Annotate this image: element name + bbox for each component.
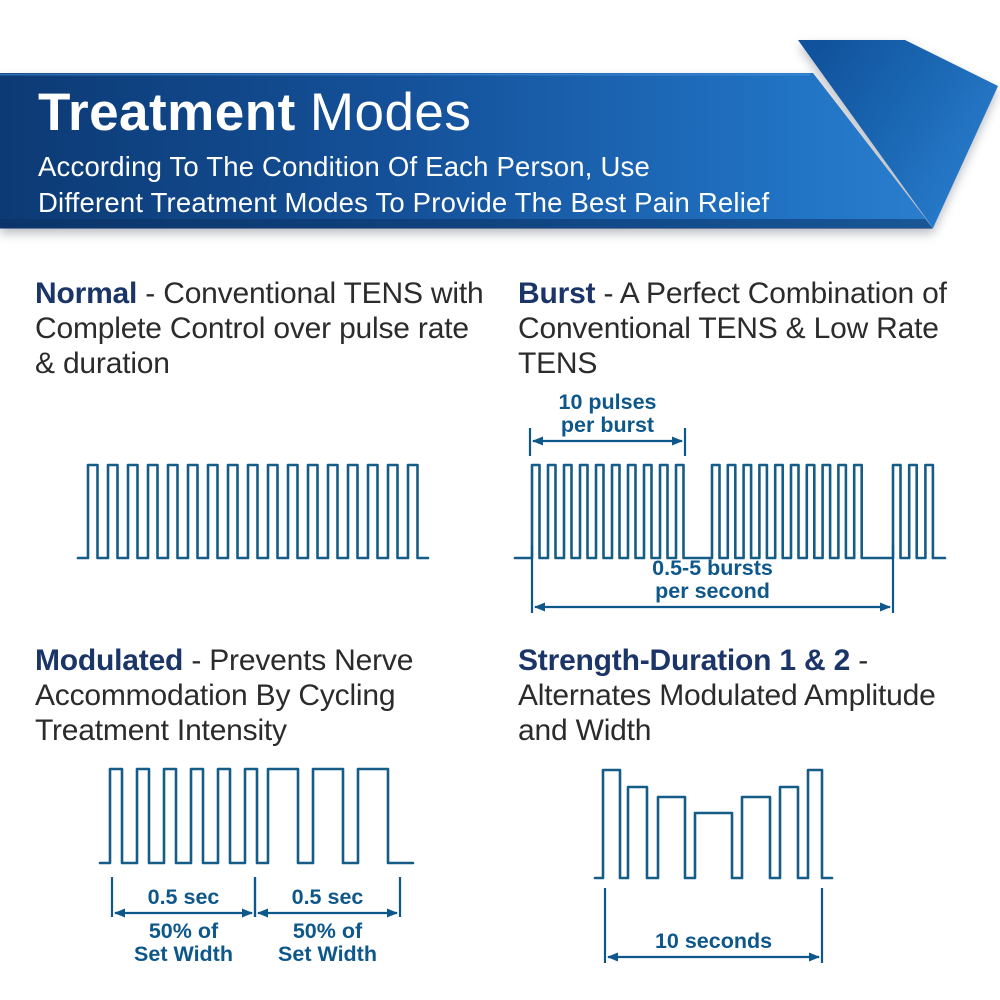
dimension-label: 10 seconds [655, 929, 772, 953]
ribbon-arrow-icon [798, 40, 998, 228]
section-burst-heading: Burst [518, 277, 596, 310]
page-title-light: Modes [309, 83, 472, 142]
dimension-label: 50% of [149, 919, 219, 943]
arrowhead-right-icon [809, 952, 820, 962]
normal-waveform-diagram [76, 463, 430, 560]
arrowhead-right-icon [242, 908, 253, 918]
section-strength-body: - Alternates Modulated Amplitude and Wid… [518, 644, 936, 747]
arrowhead-left-icon [534, 602, 545, 612]
section-modulated-body: - Prevents Nerve Accommodation By Cyclin… [35, 644, 414, 747]
arrowhead-left-icon [532, 436, 543, 446]
section-normal-body: - Conventional TENS with Complete Contro… [35, 277, 484, 380]
section-modulated-heading: Modulated [35, 644, 184, 677]
arrowhead-left-icon [114, 908, 125, 918]
subtitle-line-2: Different Treatment Modes To Provide The… [38, 186, 770, 218]
page-title-bold: Treatment [38, 83, 296, 142]
dimension-label: 10 pulses [559, 390, 657, 414]
dimension-label: Set Width [134, 942, 233, 966]
arrowhead-left-icon [257, 908, 268, 918]
waveform-trace [593, 768, 834, 880]
banner-ribbon-graphic [0, 40, 998, 229]
section-normal-description: Normal - Conventional TENS with Complete… [35, 276, 487, 381]
page-subtitle: According To The Condition Of Each Perso… [38, 149, 769, 220]
section-burst-body: - A Perfect Combination of Conventional … [518, 277, 947, 380]
waveform-trace [513, 463, 947, 560]
arrowhead-right-icon [672, 436, 683, 446]
subtitle-line-1: According To The Condition Of Each Perso… [38, 151, 650, 182]
section-burst-description: Burst - A Perfect Combination of Convent… [518, 276, 990, 381]
banner-band [0, 73, 933, 228]
dimension-label: per second [655, 579, 770, 603]
dimension-label: 50% of [293, 919, 363, 943]
dimension-label: 0.5 sec [292, 885, 364, 909]
waveform-trace [76, 463, 430, 560]
arrowhead-left-icon [607, 952, 618, 962]
section-normal-heading: Normal [35, 277, 138, 310]
section-strength-heading: Strength-Duration 1 & 2 [518, 644, 851, 677]
arrowhead-right-icon [880, 602, 891, 612]
dimension-label: 0.5 sec [148, 885, 220, 909]
waveform-trace [98, 767, 415, 865]
arrowhead-right-icon [387, 908, 398, 918]
dimension-label: 0.5-5 bursts [652, 556, 773, 580]
section-strength-description: Strength-Duration 1 & 2 - Alternates Mod… [518, 643, 990, 748]
band-bottom-edge [0, 219, 933, 229]
dimension-label: Set Width [278, 942, 377, 966]
dimension-label: per burst [561, 413, 654, 437]
strength-duration-waveform-diagram: 10 seconds [593, 768, 834, 963]
section-modulated-description: Modulated - Prevents Nerve Accommodation… [35, 643, 487, 748]
